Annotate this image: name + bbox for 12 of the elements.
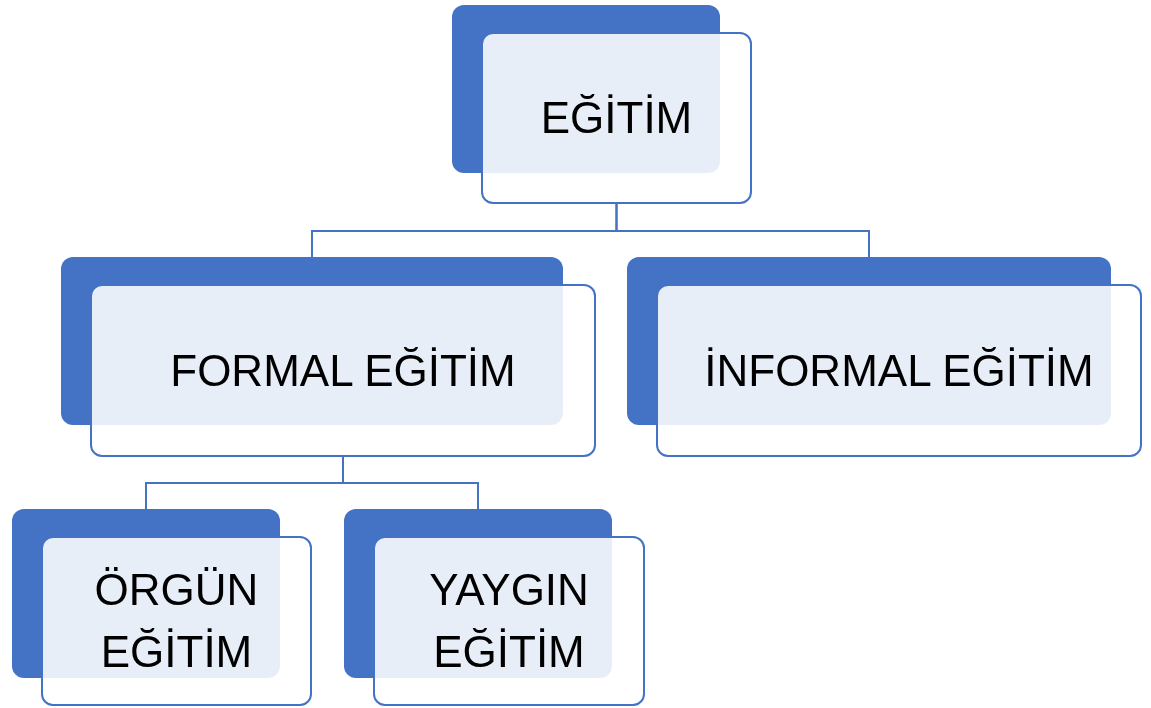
box-label: FORMAL EĞİTİM (170, 344, 516, 397)
connector-line (615, 203, 870, 258)
box-label: EĞİTİM (540, 92, 693, 145)
stacked-box (12, 509, 312, 706)
box-label: YAYGIN EĞİTİM (428, 564, 590, 678)
box-label: ÖRGÜN EĞİTİM (93, 564, 260, 678)
stacked-box (452, 5, 752, 204)
stacked-box (344, 509, 645, 706)
stacked-box (627, 257, 1142, 457)
stacked-box (61, 257, 596, 457)
connector-line (342, 456, 479, 510)
box-label: İNFORMAL EĞİTİM (704, 344, 1094, 397)
